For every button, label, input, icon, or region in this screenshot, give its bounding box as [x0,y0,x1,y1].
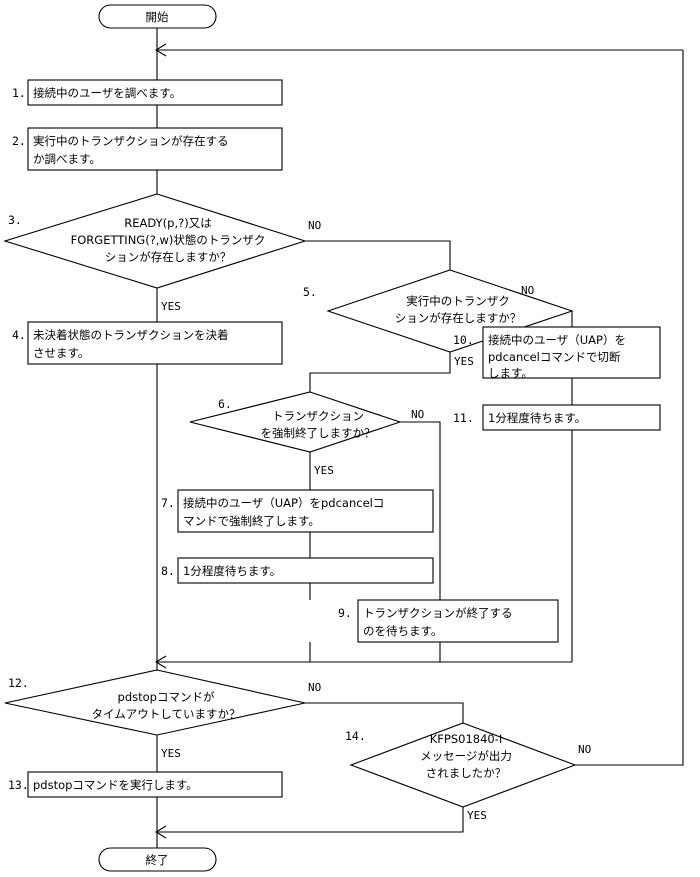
conn-s5yes-s6 [309,352,451,392]
step-6-line-2: を強制終了しますか？ [261,426,376,440]
conn-s12no-s14 [305,702,464,723]
step-14-line-3: されましたか？ [426,766,507,780]
conn-s14yes-end [157,807,464,833]
conn-s14no-return [575,50,684,766]
step-3-number: 3. [8,213,22,227]
step-5-branch-no: NO [521,284,534,297]
decision-step-14: 14. KFPS01840-I メッセージが出力 されましたか？ NO YES [345,722,591,822]
step-6-diamond [189,391,402,453]
process-step-4: 4. 未決着状態のトランザクションを決着 させます。 [12,321,283,365]
step-12-line-1: pdstopコマンドが [118,690,215,704]
step-10-box [482,326,661,379]
step-14-line-2: メッセージが出力 [420,749,512,763]
step-11-box [482,404,661,431]
step-9-line-1: トランザクションが終了する [363,606,513,620]
step-7-box [177,489,434,533]
step-14-branch-no: NO [578,743,591,756]
step-12-line-2: タイムアウトしていますか？ [92,707,241,721]
step-11-line-1: 1分程度待ちます。 [488,411,586,425]
step-14-number: 14. [345,729,366,743]
terminator-end: 終了 [98,847,217,872]
step-4-box [27,321,283,365]
step-9-line-2: のを待ちます。 [363,624,442,638]
terminator-end-label: 終了 [146,853,169,867]
step-6-branch-no: NO [411,408,424,421]
step-8-number: 8. [161,564,175,578]
step-5-number: 5. [303,285,317,299]
step-2-box [27,127,283,171]
process-step-1: 1. 接続中のユーザを調べます。 [12,79,283,106]
connector-layer [154,28,684,848]
conn-s6no-bottomjoin [400,421,441,662]
step-1-box [27,79,283,106]
process-step-10: 10. 接続中のユーザ（UAP）を pdcancelコマンドで切断 します。 [453,326,661,380]
step-12-branch-yes: YES [161,747,181,760]
step-13-line-1: pdstopコマンドを実行します。 [33,778,198,792]
step-12-branch-no: NO [308,681,321,694]
process-step-8: 8. 1分程度待ちます。 [161,557,434,584]
step-11-number: 11. [453,411,474,425]
step-4-line-2: させます。 [33,346,89,360]
step-3-diamond [3,193,307,289]
step-4-number: 4. [12,328,26,342]
terminator-start: 開始 [98,4,217,29]
step-9-box [357,599,559,643]
step-8-line-1: 1分程度待ちます。 [183,564,281,578]
step-13-number: 13. [8,778,29,792]
process-step-2: 2. 実行中のトランザクションが存在する か調べます。 [12,127,283,171]
step-5-line-2: ションが存在しますか？ [395,311,522,325]
decision-step-12: 12. pdstopコマンドが タイムアウトしていますか？ NO YES [4,669,321,760]
step-8-box [177,557,434,584]
step-3-line-2: FORGETTING(?,w)状態のトランザク [71,233,266,247]
process-step-9: 9. トランザクションが終了する のを待ちます。 [338,599,559,643]
step-14-line-1: KFPS01840-I [430,732,503,746]
step-12-diamond [4,669,306,736]
step-5-line-1: 実行中のトランザク [406,294,510,308]
step-2-number: 2. [12,134,26,148]
step-2-line-2: か調べます。 [33,152,101,166]
step-12-number: 12. [8,676,29,690]
step-6-number: 6. [218,397,232,411]
step-7-line-1: 接続中のユーザ（UAP）をpdcancelコ [183,496,384,510]
decision-step-3: 3. READY(p,?)又は FORGETTING(?,w)状態のトランザク … [3,193,321,313]
terminator-start-label: 開始 [146,10,169,24]
step-9-number: 9. [338,606,352,620]
step-14-diamond [349,722,577,808]
terminator-start-shape [98,4,217,29]
step-14-branch-yes: YES [467,809,487,822]
process-step-13: 13. pdstopコマンドを実行します。 [8,771,283,798]
step-3-line-1: READY(p,?)又は [124,216,211,230]
step-6-branch-yes: YES [314,464,334,477]
step-4-line-1: 未決着状態のトランザクションを決着 [33,328,229,342]
step-7-number: 7. [161,496,175,510]
step-3-branch-no: NO [308,219,321,232]
conn-s3no-s5 [305,240,451,270]
process-step-11: 11. 1分程度待ちます。 [453,404,661,431]
step-7-line-2: マンドで強制終了します。 [183,514,320,528]
terminator-end-shape [98,847,217,872]
arrowhead-bottom-join [154,655,167,669]
step-10-number: 10. [453,333,474,347]
step-10-line-3: します。 [488,366,533,380]
process-step-7: 7. 接続中のユーザ（UAP）をpdcancelコ マンドで強制終了します。 [161,489,434,533]
decision-step-6: 6. トランザクション を強制終了しますか？ NO YES [189,391,424,477]
step-1-line-1: 接続中のユーザを調べます。 [33,86,181,100]
step-13-box [27,771,283,798]
step-3-branch-yes: YES [161,300,181,313]
step-6-line-1: トランザクション [272,409,364,423]
arrowhead-top-return [154,43,167,57]
step-10-line-1: 接続中のユーザ（UAP）を [488,333,626,347]
step-2-line-1: 実行中のトランザクションが存在する [33,134,229,148]
step-5-branch-yes: YES [454,355,474,368]
step-1-number: 1. [12,86,26,100]
arrowhead-end-join [154,825,167,839]
step-10-line-2: pdcancelコマンドで切断 [488,350,621,364]
step-3-line-3: ションが存在しますか？ [105,250,232,264]
